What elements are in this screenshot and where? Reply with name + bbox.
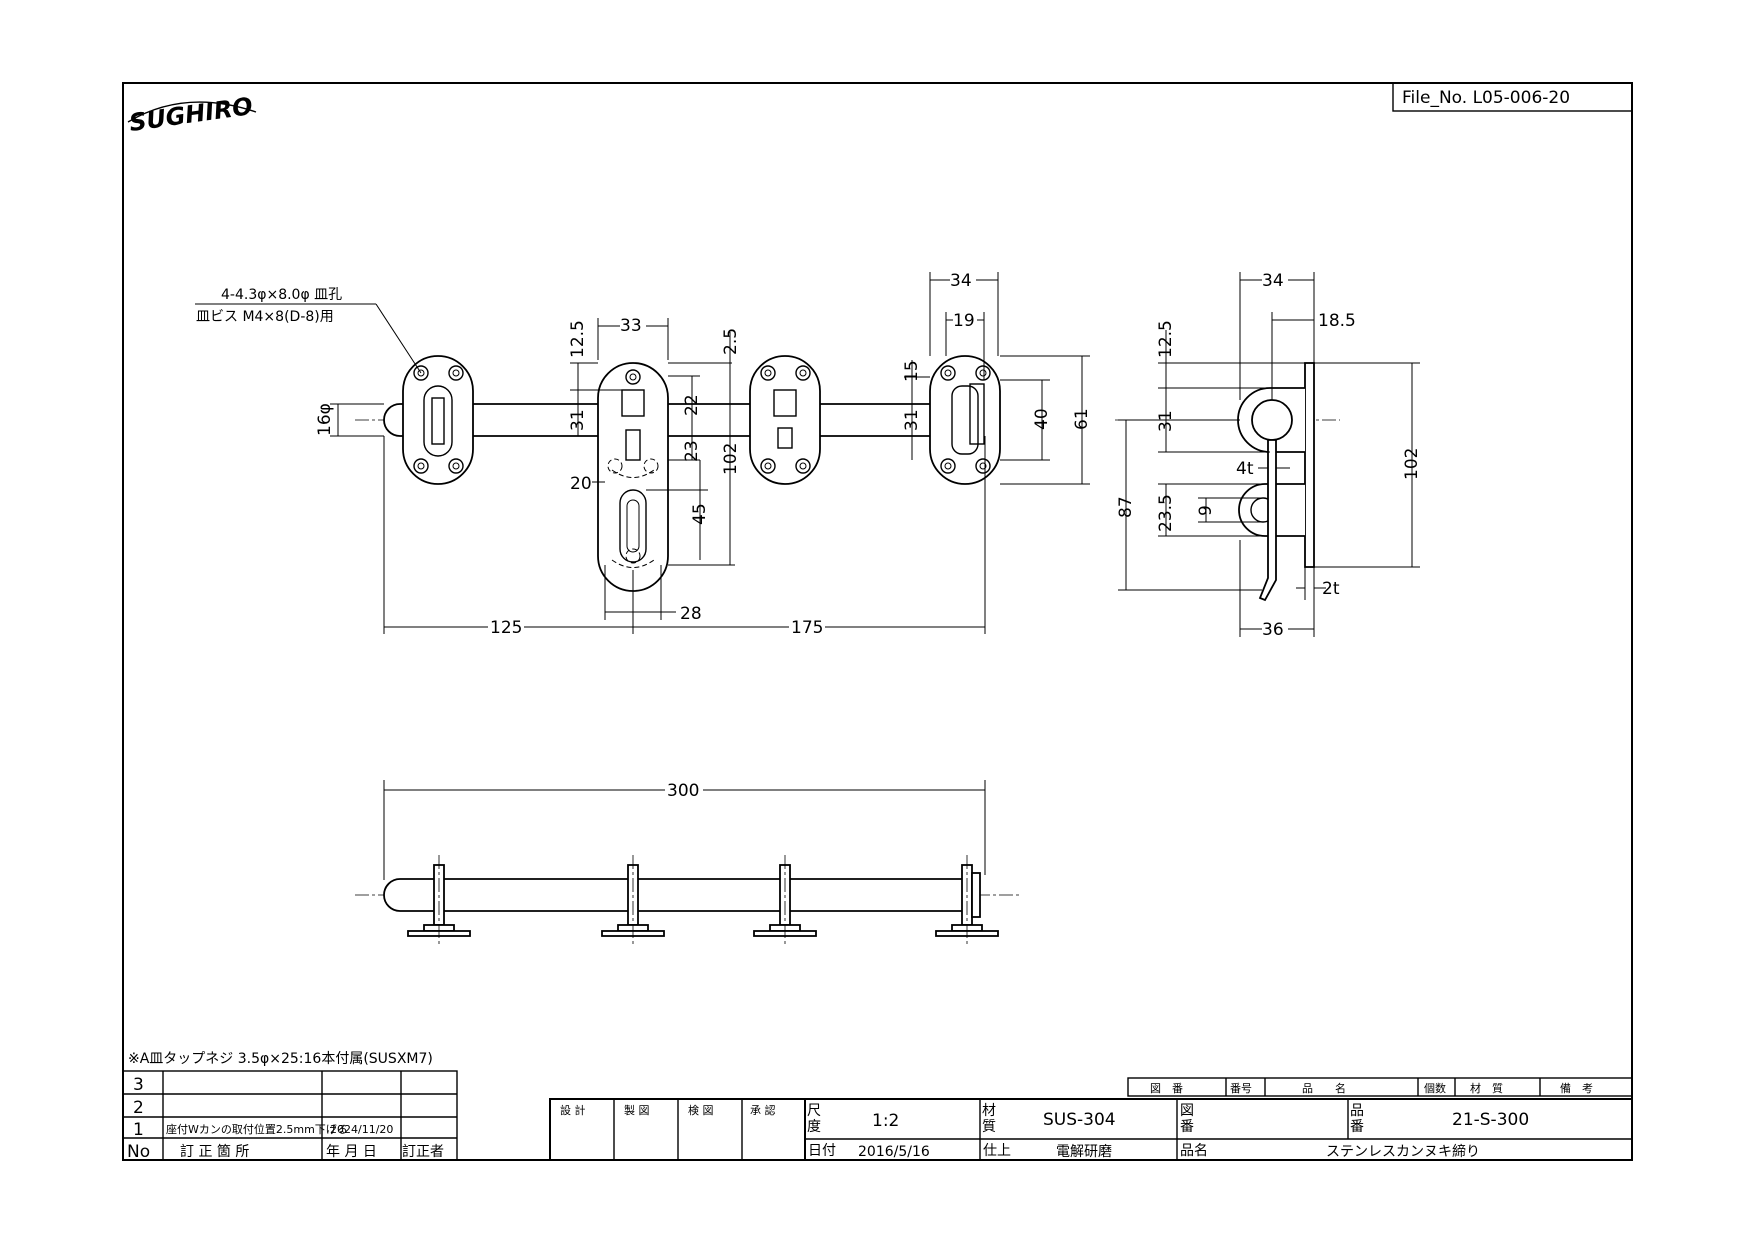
bom-header-qty: 個数 [1424,1082,1446,1095]
side-view: 34 18.5 12.5 31 4t 87 23.5 9 [1115,271,1422,640]
scale-label-1: 尺 [807,1103,821,1119]
company-logo: SUGHIRO [127,92,257,137]
side-dim-9: 9 [1196,505,1216,516]
front-dim-31-left: 31 [568,409,588,431]
date-label: 日付 [808,1143,836,1159]
bom-header-material: 材 質 [1470,1081,1503,1095]
front-dim-23: 23 [682,440,702,462]
rev-desc-1: 座付Wカンの取付位置2.5mm下げる [166,1122,348,1136]
front-dim-45: 45 [690,503,710,525]
bom-header-remarks: 備 考 [1560,1082,1593,1095]
top-hasp [601,855,665,945]
front-dim-40: 40 [1032,408,1052,430]
end-plate [929,355,1001,485]
revision-table: 3 2 1 座付Wカンの取付位置2.5mm下げる 2024/11/20 No 訂… [122,1070,458,1162]
date-value: 2016/5/16 [858,1144,930,1160]
bom-header-name: 品 名 [1302,1081,1346,1095]
drawing-frame [122,82,1633,1161]
rev-header-date: 年 月 日 [326,1144,377,1160]
side-dim-2t: 2t [1322,579,1340,599]
screw-note: ※A皿タップネジ 3.5φ×25:16本付属(SUSXM7) [128,1051,433,1067]
front-dim-20: 20 [570,474,592,494]
side-dim-34: 34 [1262,271,1284,291]
front-dim-33: 33 [620,316,642,336]
front-dim-125: 125 [490,618,522,638]
logo-text: SUGHIRO [127,92,254,137]
finish-value: 電解研磨 [1056,1144,1112,1160]
side-dim-102: 102 [1402,448,1422,480]
part-no-label-2: 番 [1350,1119,1364,1135]
rev-header-desc: 訂 正 箇 所 [180,1143,249,1160]
front-dim-22: 22 [682,394,702,416]
bom-header-number: 番号 [1230,1082,1252,1095]
finish-label: 仕上 [983,1143,1011,1159]
bolt-rod [383,403,979,437]
material-label-1: 材 [982,1103,996,1119]
side-dim-87: 87 [1116,496,1136,518]
rev-header-no: No [127,1142,150,1162]
top-view: 300 [355,780,1020,945]
part-no-value: 21-S-300 [1452,1110,1529,1130]
drawing-no-label-2: 番 [1180,1119,1194,1135]
side-dim-18-5: 18.5 [1318,311,1356,331]
side-dim-4t: 4t [1236,459,1254,479]
material-value: SUS-304 [1043,1110,1116,1130]
side-rod-section [1251,399,1293,441]
rev-no-2: 2 [133,1098,144,1118]
side-dim-23-5: 23.5 [1156,494,1176,532]
file-no: File_No. L05-006-20 [1402,88,1570,108]
rev-header-by: 訂正者 [402,1144,444,1160]
front-dim-34: 34 [950,271,972,291]
front-dim-16-phi: 16φ [315,403,335,436]
product-name: ステンレスカンヌキ締り [1326,1143,1480,1160]
front-dim-102: 102 [721,443,741,475]
material-label-2: 質 [982,1119,996,1135]
front-dim-19: 19 [953,311,975,331]
top-dim-300: 300 [667,781,699,801]
front-dim-31-right: 31 [902,409,922,431]
front-dim-12-5: 12.5 [568,320,588,358]
hole-spec-line-1: 4-4.3φ×8.0φ 皿孔 [221,287,342,303]
hole-spec-line-2: 皿ビス M4×8(D-8)用 [196,309,334,325]
front-view: 4-4.3φ×8.0φ 皿孔 皿ビス M4×8(D-8)用 34 19 33 1… [195,271,1092,638]
sign-check: 検 図 [688,1103,714,1117]
front-dim-175: 175 [791,618,823,638]
rev-date-1: 2024/11/20 [330,1123,393,1136]
bom-header-drawing-no: 図 番 [1150,1082,1183,1095]
side-dim-31: 31 [1156,410,1176,432]
part-no-label-1: 品 [1350,1103,1364,1119]
scale-value: 1:2 [872,1111,899,1131]
rev-no-1: 1 [133,1120,144,1140]
front-dim-2-5: 2.5 [721,328,741,355]
rev-no-3: 3 [133,1075,144,1095]
front-dim-28: 28 [680,604,702,624]
sign-approve: 承 認 [750,1103,776,1117]
top-end-plate [935,855,999,945]
top-rod [383,878,979,912]
scale-label-2: 度 [807,1119,821,1135]
file-no-box [1392,82,1633,112]
side-hasp-arm [1258,439,1277,602]
title-block: 図 番 番号 品 名 個数 材 質 備 考 設 計 製 図 検 図 承 認 尺 … [549,1077,1633,1161]
name-label: 品名 [1180,1143,1208,1159]
top-staple-1 [407,855,471,945]
drawing-no-label-1: 図 [1180,1103,1194,1119]
sign-drafting: 製 図 [624,1103,650,1117]
front-dim-61: 61 [1072,408,1092,430]
staple-plate-1 [402,355,474,485]
side-dim-36: 36 [1262,620,1284,640]
sign-design: 設 計 [560,1103,586,1117]
hasp-plate [597,362,669,592]
side-dim-12-5: 12.5 [1156,320,1176,358]
side-plate [1304,362,1315,568]
staple-plate-2 [749,355,821,485]
top-staple-2 [753,855,817,945]
front-dim-15: 15 [902,360,922,382]
